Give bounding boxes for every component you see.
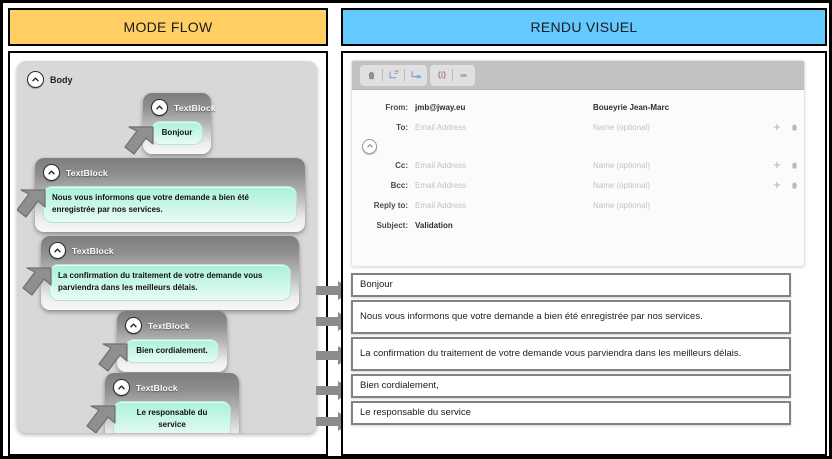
header-rendu-visuel-label: RENDU VISUEL xyxy=(530,19,638,35)
flow-node-body-label: Body xyxy=(50,74,73,85)
toolbar-group-primary xyxy=(360,64,427,86)
list-icon[interactable] xyxy=(455,67,472,84)
flow-node-header: TextBlock xyxy=(43,164,297,181)
chevron-up-icon[interactable] xyxy=(27,71,44,88)
add-recipient-icon[interactable] xyxy=(773,161,781,169)
flow-node-text[interactable]: La confirmation du traitement de votre d… xyxy=(49,264,291,301)
flow-node-header: TextBlock xyxy=(49,242,291,259)
chevron-up-icon[interactable] xyxy=(113,379,130,396)
field-label: Subject: xyxy=(376,220,408,230)
chevron-up-icon[interactable] xyxy=(362,138,377,154)
toolbar-separator xyxy=(452,69,453,81)
add-recipient-icon[interactable] xyxy=(773,181,781,189)
toolbar-separator xyxy=(382,69,383,81)
chevron-up-icon[interactable] xyxy=(43,164,60,181)
chevron-up-icon[interactable] xyxy=(151,99,168,116)
field-value[interactable]: Email Address xyxy=(415,200,467,210)
mail-expand-toggle[interactable] xyxy=(352,137,804,155)
output-line-2[interactable]: Nous vous informons que votre demande a … xyxy=(351,300,791,334)
mail-field-from[interactable]: From: jmb@jway.eu Boueyrie Jean-Marc xyxy=(352,97,804,117)
mail-compose-card: From: jmb@jway.eu Boueyrie Jean-Marc To:… xyxy=(351,60,805,267)
field-controls[interactable] xyxy=(773,181,799,190)
output-line-text: Le responsable du service xyxy=(360,406,471,418)
flow-panel: Body TextBlock Bonjour xyxy=(8,51,328,456)
field-display-name[interactable]: Name (optional) xyxy=(593,122,650,132)
output-line-text: Nous vous informons que votre demande a … xyxy=(360,310,703,322)
mail-fields: From: jmb@jway.eu Boueyrie Jean-Marc To:… xyxy=(352,90,804,235)
mail-field-to[interactable]: To: Email Address Name (optional) xyxy=(352,117,804,137)
trash-icon[interactable] xyxy=(363,67,380,84)
field-display-name[interactable]: Name (optional) xyxy=(593,200,650,210)
output-line-4[interactable]: Bien cordialement, xyxy=(351,374,791,398)
flow-node-textblock-5[interactable]: TextBlock Le responsable du service xyxy=(105,373,239,433)
field-value[interactable]: jmb@jway.eu xyxy=(415,102,466,112)
code-icon[interactable] xyxy=(433,67,450,84)
flow-node-text[interactable]: Bien cordialement. xyxy=(125,339,219,364)
flow-node-text[interactable]: Bonjour xyxy=(151,121,203,146)
flow-node-title: TextBlock xyxy=(174,102,216,113)
flow-node-textblock-1[interactable]: TextBlock Bonjour xyxy=(143,93,216,155)
flow-node-textblock-3[interactable]: TextBlock La confirmation du traitement … xyxy=(41,236,299,310)
field-label: Cc: xyxy=(395,160,408,170)
flow-node-textblock-2[interactable]: TextBlock Nous vous informons que votre … xyxy=(35,158,305,232)
mail-field-bcc[interactable]: Bcc: Email Address Name (optional) xyxy=(352,175,804,195)
output-line-text: Bonjour xyxy=(360,278,393,290)
flow-canvas[interactable]: Body TextBlock Bonjour xyxy=(17,61,317,433)
mail-field-reply-to[interactable]: Reply to: Email Address Name (optional) xyxy=(352,195,804,215)
output-line-text: La confirmation du traitement de votre d… xyxy=(360,347,742,359)
output-line-1[interactable]: Bonjour xyxy=(351,273,791,297)
field-value[interactable]: Email Address xyxy=(415,160,467,170)
flow-node-title: TextBlock xyxy=(148,320,190,331)
output-line-text: Bien cordialement, xyxy=(360,379,439,391)
field-label: Reply to: xyxy=(373,200,408,210)
field-label: To: xyxy=(396,122,408,132)
field-display-name[interactable]: Name (optional) xyxy=(593,180,650,190)
field-display-name[interactable]: Name (optional) xyxy=(593,160,650,170)
flow-node-text[interactable]: Nous vous informons que votre demande a … xyxy=(43,186,297,223)
chevron-up-icon[interactable] xyxy=(49,242,66,259)
delete-recipient-icon[interactable] xyxy=(790,123,799,132)
field-controls[interactable] xyxy=(773,161,799,170)
field-display-name[interactable]: Boueyrie Jean-Marc xyxy=(593,102,670,112)
field-controls[interactable] xyxy=(773,123,799,132)
toolbar-separator xyxy=(404,69,405,81)
render-panel: From: jmb@jway.eu Boueyrie Jean-Marc To:… xyxy=(341,51,827,456)
flow-node-text[interactable]: Le responsable du service xyxy=(113,401,231,433)
flow-node-header: TextBlock xyxy=(151,99,216,116)
flow-node-title: TextBlock xyxy=(136,382,178,393)
field-value[interactable]: Email Address xyxy=(415,122,467,132)
delete-recipient-icon[interactable] xyxy=(790,181,799,190)
header-mode-flow-label: MODE FLOW xyxy=(123,19,213,35)
flow-node-textblock-4[interactable]: TextBlock Bien cordialement. xyxy=(117,311,227,373)
mail-toolbar[interactable] xyxy=(352,61,804,90)
flow-node-body[interactable]: Body xyxy=(27,71,73,88)
output-line-5[interactable]: Le responsable du service xyxy=(351,401,791,425)
add-recipient-icon[interactable] xyxy=(773,123,781,131)
chevron-up-icon[interactable] xyxy=(125,317,142,334)
field-value[interactable]: Email Address xyxy=(415,180,467,190)
outdent-icon[interactable] xyxy=(407,67,424,84)
mail-field-subject[interactable]: Subject: Validation xyxy=(352,215,804,235)
output-line-3[interactable]: La confirmation du traitement de votre d… xyxy=(351,337,791,371)
field-label: Bcc: xyxy=(390,180,408,190)
field-label: From: xyxy=(385,102,408,112)
mail-field-cc[interactable]: Cc: Email Address Name (optional) xyxy=(352,155,804,175)
flow-node-header: TextBlock xyxy=(125,317,219,334)
delete-recipient-icon[interactable] xyxy=(790,161,799,170)
toolbar-group-secondary xyxy=(430,64,475,86)
indent-icon[interactable] xyxy=(385,67,402,84)
flow-node-title: TextBlock xyxy=(72,245,114,256)
flow-node-header: TextBlock xyxy=(113,379,231,396)
header-rendu-visuel: RENDU VISUEL xyxy=(341,8,827,46)
field-value[interactable]: Validation xyxy=(415,220,453,230)
flow-node-title: TextBlock xyxy=(66,167,108,178)
header-mode-flow: MODE FLOW xyxy=(8,8,328,46)
